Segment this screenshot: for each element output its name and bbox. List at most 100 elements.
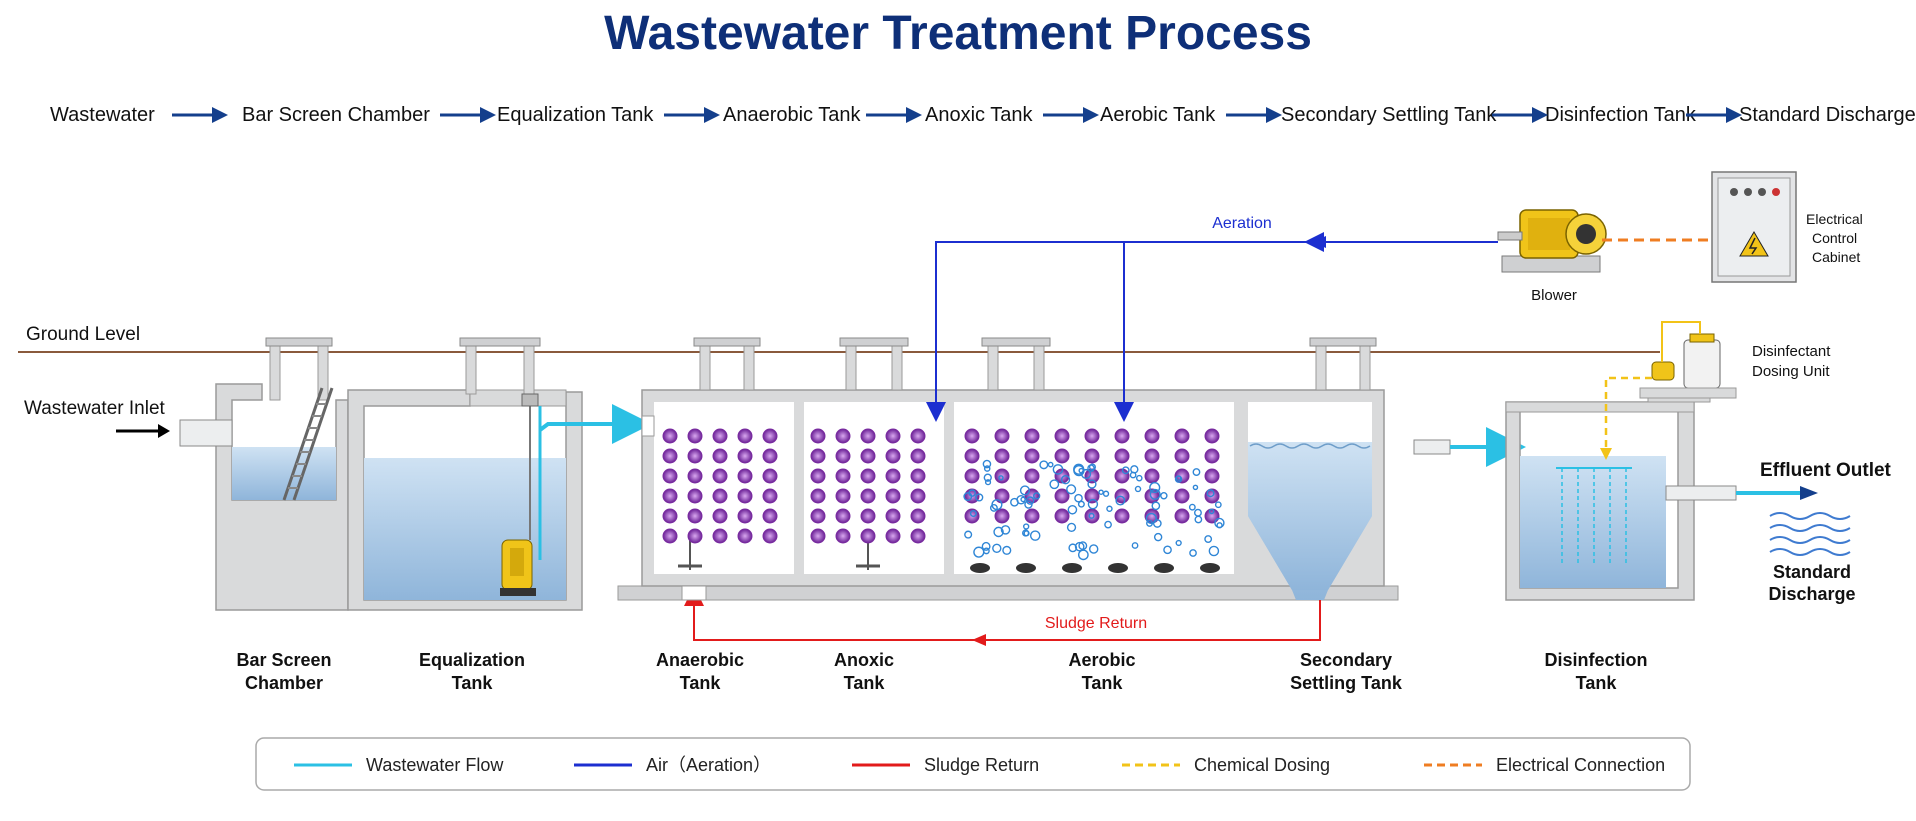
- tank-name-label: Anaerobic: [656, 650, 744, 670]
- air-bubble: [983, 473, 992, 482]
- air-bubble: [1047, 461, 1054, 468]
- bacteria-dot: [885, 428, 901, 444]
- legend-label: Wastewater Flow: [366, 755, 504, 775]
- bacteria-dot: [762, 528, 778, 544]
- dosing-unit-icon: [1639, 333, 1737, 399]
- air-bubble: [1029, 530, 1041, 541]
- flow-step: Aerobic Tank: [1100, 104, 1216, 126]
- wastewater-inlet-label: Wastewater Inlet: [24, 398, 166, 419]
- bacteria-dot: [994, 508, 1010, 524]
- air-bubble: [1039, 460, 1049, 470]
- air-bubble: [963, 492, 973, 501]
- air-bubble: [1074, 541, 1085, 552]
- tank-name-label: Bar Screen: [236, 650, 331, 670]
- bacteria-dot: [712, 428, 728, 444]
- flow-arrow-icon: [172, 107, 228, 123]
- bacteria-dot: [1084, 488, 1100, 504]
- bacteria-dot: [662, 488, 678, 504]
- air-bubble: [1208, 545, 1220, 557]
- bacteria-dot: [835, 508, 851, 524]
- bacteria-dot: [885, 488, 901, 504]
- flow-step: Anoxic Tank: [925, 104, 1033, 126]
- bacteria-dot: [762, 488, 778, 504]
- flow-arrow-icon: [1226, 107, 1282, 123]
- air-bubble: [1002, 545, 1012, 555]
- bacteria-dot: [860, 528, 876, 544]
- bacteria-dot: [687, 448, 703, 464]
- air-bubble: [1204, 535, 1213, 543]
- legend-label: Sludge Return: [924, 755, 1039, 775]
- air-bubble: [1115, 495, 1126, 506]
- air-bubble: [998, 475, 1004, 481]
- air-bubble: [1151, 501, 1161, 511]
- legend-label: Chemical Dosing: [1194, 755, 1330, 775]
- bacteria-dot: [737, 488, 753, 504]
- bacteria-dot: [1174, 508, 1190, 524]
- bacteria-dot: [860, 508, 876, 524]
- air-bubble: [1073, 463, 1085, 475]
- flow-arrow-icon: [866, 107, 922, 123]
- bacteria-dot: [1144, 468, 1160, 484]
- bacteria-dot: [810, 468, 826, 484]
- bacteria-dot: [810, 448, 826, 464]
- legend-label: Air（Aeration）: [646, 755, 771, 775]
- bacteria-dot: [1084, 448, 1100, 464]
- flow-step: Secondary Settling Tank: [1281, 104, 1497, 126]
- cabinet-label-1: Electrical: [1806, 211, 1863, 227]
- bacteria-dot: [712, 448, 728, 464]
- bacteria-dot: [712, 468, 728, 484]
- standard-discharge-label-1: Standard: [1773, 562, 1851, 582]
- bacteria-dot: [1174, 448, 1190, 464]
- bacteria-dot: [1054, 508, 1070, 524]
- bacteria-dot: [1204, 428, 1220, 444]
- bacteria-dot: [964, 448, 980, 464]
- bacteria-dot: [964, 428, 980, 444]
- air-bubble: [1087, 479, 1097, 489]
- air-bubble: [1188, 503, 1196, 511]
- air-bubble: [1077, 549, 1089, 561]
- bacteria-dot: [737, 428, 753, 444]
- bacteria-dot: [964, 468, 980, 484]
- bacteria-dot: [885, 508, 901, 524]
- bacteria-dot: [835, 528, 851, 544]
- air-bubble: [1174, 475, 1183, 483]
- blower-label: Blower: [1531, 287, 1577, 304]
- air-bubble: [1060, 474, 1071, 485]
- bacteria-dot: [762, 428, 778, 444]
- dosing-label-2: Dosing Unit: [1752, 363, 1830, 380]
- bar-screen-chamber: [179, 337, 349, 611]
- air-bubble: [1102, 490, 1110, 497]
- air-bubble: [1024, 500, 1033, 509]
- bacteria-dot: [1024, 448, 1040, 464]
- bacteria-dot: [687, 508, 703, 524]
- tank-name-label: Secondary: [1300, 650, 1392, 670]
- air-bubble: [964, 530, 973, 539]
- bacteria-dot: [1204, 468, 1220, 484]
- bacteria-dot: [910, 428, 926, 444]
- tank-name-label: Settling Tank: [1290, 673, 1403, 693]
- air-bubble: [1052, 464, 1064, 475]
- bacteria-dot: [994, 448, 1010, 464]
- air-bubble: [983, 465, 991, 472]
- tank-name-label: Tank: [844, 673, 886, 693]
- air-bubble: [1020, 496, 1026, 503]
- bacteria-dot: [835, 488, 851, 504]
- air-bubble: [1087, 464, 1095, 472]
- bacteria-dot: [1054, 448, 1070, 464]
- bacteria-dot: [1114, 468, 1130, 484]
- air-bubble: [1019, 485, 1031, 496]
- bacteria-dot: [885, 468, 901, 484]
- air-bubble: [1175, 539, 1182, 547]
- bacteria-dot: [662, 508, 678, 524]
- bacteria-dot: [910, 448, 926, 464]
- tank-name-label: Tank: [1082, 673, 1124, 693]
- air-bubble: [993, 526, 1004, 538]
- air-bubble: [1088, 463, 1097, 471]
- air-bubble: [1129, 471, 1137, 479]
- air-bubble: [1049, 479, 1060, 490]
- air-bubble: [1149, 488, 1161, 500]
- bacteria-dot: [885, 448, 901, 464]
- air-bubble: [1208, 508, 1215, 515]
- bacteria-dot: [860, 448, 876, 464]
- tank-name-label: Anoxic: [834, 650, 894, 670]
